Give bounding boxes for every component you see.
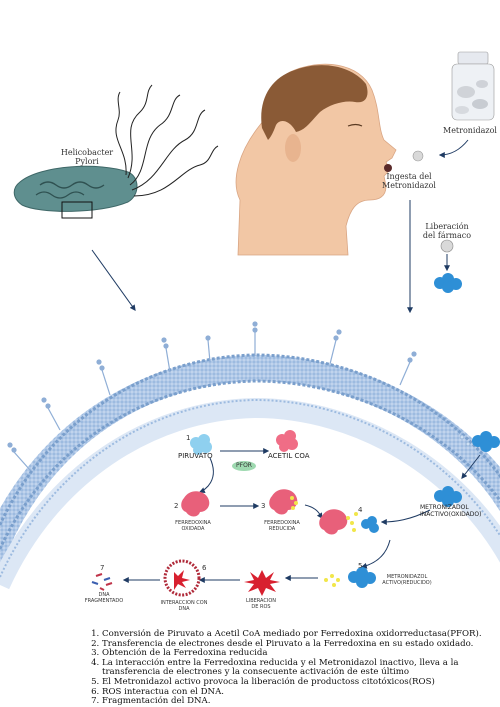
tablet-icon	[440, 239, 454, 253]
pill-bottle-icon	[451, 51, 495, 121]
dna-ring-icon	[163, 559, 201, 597]
acetyl-coa-label: ACETIL COA	[268, 452, 310, 460]
helicobacter-bacterium	[13, 84, 219, 219]
ferredoxin-oxidized-label: FERREDOXINA OXIDADA	[175, 520, 211, 532]
legend-item: Fragmentación del DNA.	[102, 697, 500, 707]
ferredoxin-oxidized-icon	[181, 491, 210, 517]
release-label: Liberación del fármaco	[422, 222, 472, 240]
legend-item: Transferencia de electrones desde el Pir…	[102, 639, 500, 650]
tablet-ingested-icon	[412, 150, 424, 162]
dna-interaction-label: INTERACCION CON DNA	[160, 600, 208, 612]
legend-item: Obtención de la Ferredoxina reducida	[102, 649, 500, 659]
pyruvate-label: PIRUVATO	[178, 452, 213, 460]
drug-cloud-released	[434, 273, 462, 293]
step-5-number: 5	[358, 562, 363, 570]
pfor-label: PFOR	[236, 462, 252, 469]
person-head	[235, 63, 397, 256]
cell-membrane	[0, 321, 500, 590]
ros-label: LIBERACION DE ROS	[245, 598, 277, 610]
legend-item: La interacción entre la Ferredoxina redu…	[102, 658, 500, 678]
legend-item: ROS interactua con el DNA.	[102, 687, 500, 698]
legend-item: El Metronidazol activo provoca la libera…	[102, 677, 500, 688]
arrow-bottle-to-mouth	[438, 139, 469, 158]
step-3-number: 3	[261, 502, 266, 510]
drug-cloud-outer	[459, 431, 500, 452]
step-legend: Conversión de Piruvato a Acetil CoA medi…	[88, 629, 500, 707]
fragmented-dna-label: DNA FRAGMENTADO	[84, 592, 124, 604]
pyruvate-icon	[190, 434, 212, 455]
ingestion-label: Ingesta del Metronidazol	[382, 172, 436, 190]
pfor-enzyme-icon	[232, 461, 256, 471]
step-4-number: 4	[358, 506, 363, 514]
step-2-number: 2	[174, 502, 179, 510]
step-1-number: 1	[186, 434, 191, 442]
ros-burst-icon	[244, 570, 280, 596]
drug-cloud-active	[324, 567, 376, 588]
legend-item: Conversión de Piruvato a Acetil CoA medi…	[102, 629, 500, 640]
fragmented-dna-icon	[91, 573, 113, 591]
step-6-number: 6	[202, 564, 207, 572]
metronidazole-active-label: METRONIDAZOL ACTIVO(REDUCIDO)	[382, 574, 432, 586]
arrow-to-cell	[91, 249, 136, 311]
acetyl-coa-icon	[276, 430, 298, 452]
ferredoxin-reduced-icon	[269, 489, 298, 515]
step-7-number: 7	[100, 564, 105, 572]
ferredoxin-drug-interaction-icon	[319, 509, 379, 535]
drug-cloud-inactive	[434, 486, 462, 507]
drug-label: Metronidazol	[443, 126, 497, 135]
metronidazole-inactive-label: METRONIZADOL INACTIVO(OXIDADO)	[420, 504, 482, 518]
bacterium-label: Helicobacter Pylori	[60, 148, 114, 166]
ferredoxin-reduced-label: FERREDOXINA REDUCIDA	[264, 520, 300, 532]
